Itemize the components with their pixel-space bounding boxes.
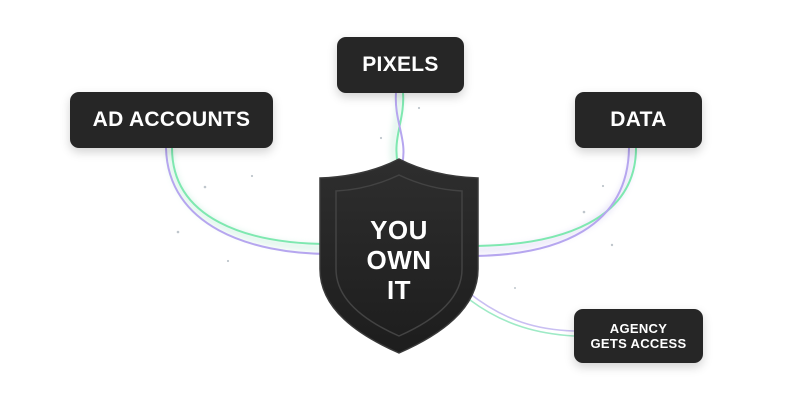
shield-line-1: YOU — [370, 215, 428, 245]
shield-icon — [319, 158, 479, 354]
shield-line-3: IT — [386, 275, 412, 305]
node-agency-label-line1: AGENCY — [609, 321, 668, 336]
shield: YOU OWN IT — [316, 157, 482, 355]
node-data-label: DATA — [610, 108, 667, 131]
connector-pixels-green — [395, 92, 405, 166]
connector-agency-green — [469, 299, 575, 337]
node-agency-gets-access: AGENCY GETS ACCESS — [574, 309, 703, 363]
connector-ad-accounts-purple — [165, 147, 331, 255]
sparkle-dots — [176, 106, 614, 289]
node-pixels-label: PIXELS — [362, 53, 439, 76]
node-pixels: PIXELS — [337, 37, 464, 93]
shield-text: YOU OWN IT — [316, 215, 482, 305]
connector-pixels-purple — [394, 92, 405, 166]
connector-agency-purple — [467, 291, 575, 332]
node-ad-accounts: AD ACCOUNTS — [70, 92, 273, 148]
connector-data-green — [469, 147, 637, 247]
connector-data-purple — [469, 147, 630, 257]
shield-line-2: OWN — [366, 245, 432, 275]
connector-ad-accounts-green — [171, 147, 331, 245]
node-ad-accounts-label: AD ACCOUNTS — [92, 108, 251, 131]
node-agency-label-line2: GETS ACCESS — [590, 336, 687, 351]
node-data: DATA — [575, 92, 702, 148]
